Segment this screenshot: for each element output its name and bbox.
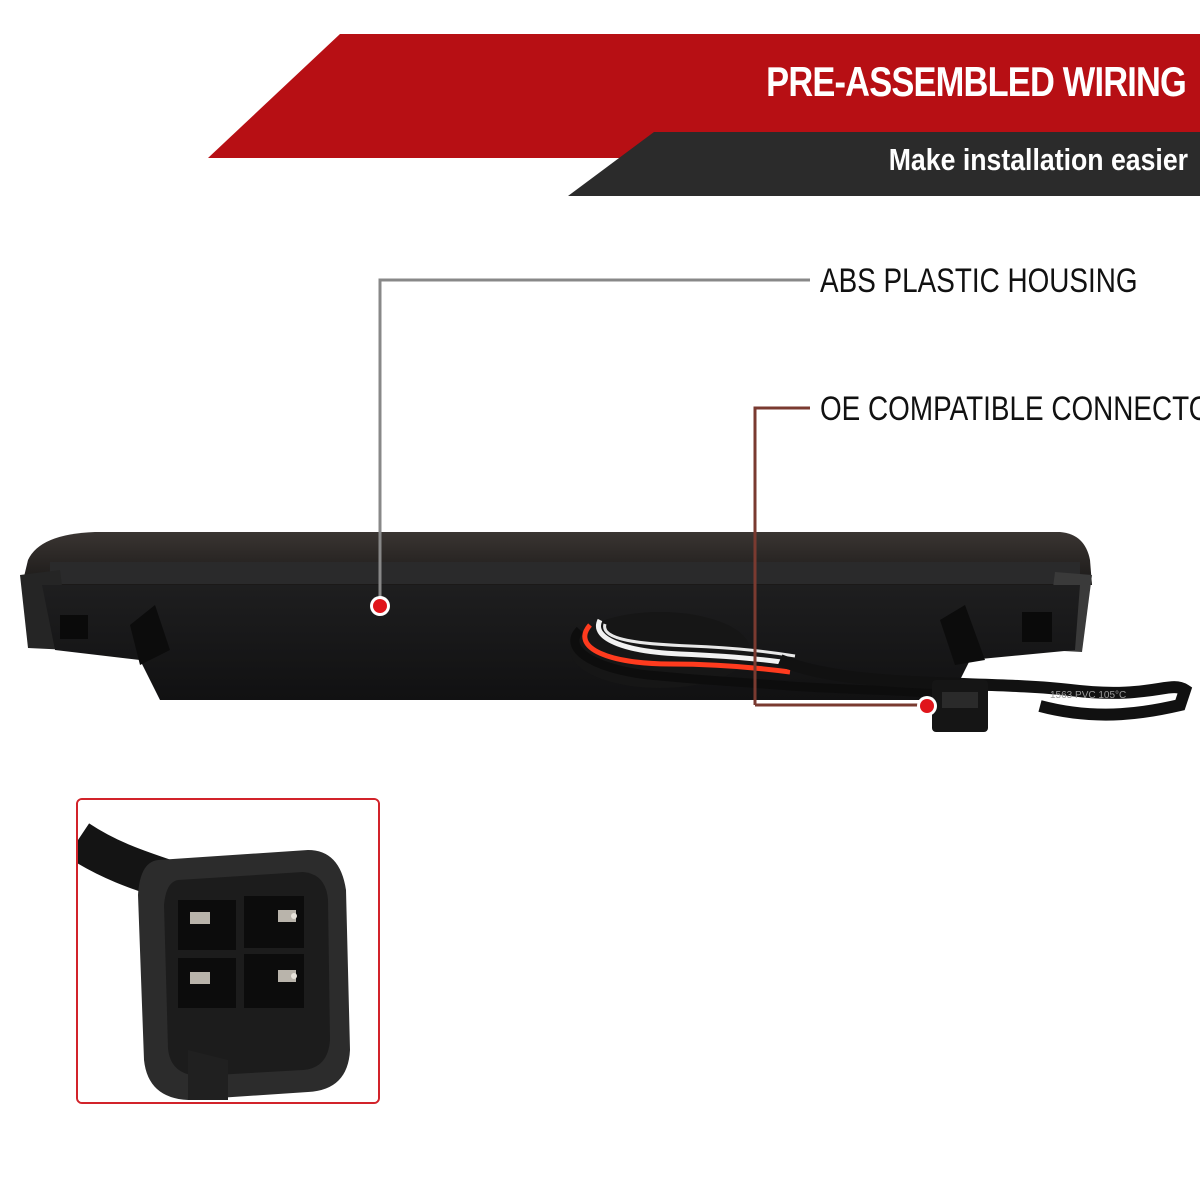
callout-dot-housing-inner	[373, 599, 387, 613]
foam-gasket	[50, 562, 1080, 584]
dark-subtitle-banner	[568, 132, 1200, 196]
white-wire	[596, 618, 796, 667]
terminal-1	[178, 900, 236, 950]
red-wire	[582, 623, 791, 675]
callout-label-connector: OE COMPATIBLE CONNECTOR	[820, 390, 1200, 428]
left-mount-tab	[130, 605, 170, 665]
page-subtitle: Make installation easier	[888, 142, 1188, 177]
cable-print: 1563 PVC 105°C	[1050, 690, 1126, 701]
connector-closeup-inset	[76, 798, 380, 1104]
callout-label-housing: ABS PLASTIC HOUSING	[820, 262, 1138, 300]
callout-line-connector	[753, 406, 810, 705]
connector-latch	[942, 692, 978, 708]
right-mount-tab	[940, 605, 985, 665]
white-wire-2	[603, 623, 796, 658]
right-clip	[1022, 612, 1052, 642]
main-cable	[777, 654, 1193, 721]
header-banner	[208, 34, 1200, 196]
red-title-banner	[208, 34, 1200, 158]
callout-dot-connector-inner	[920, 699, 934, 713]
product-image: 1563 PVC 105°C	[20, 278, 1193, 732]
connector-closeup-image	[78, 800, 378, 1102]
black-wire	[570, 626, 941, 699]
callout-line-housing	[378, 278, 810, 605]
left-clip	[60, 615, 88, 639]
page-title: PRE-ASSEMBLED WIRING	[766, 58, 1187, 105]
